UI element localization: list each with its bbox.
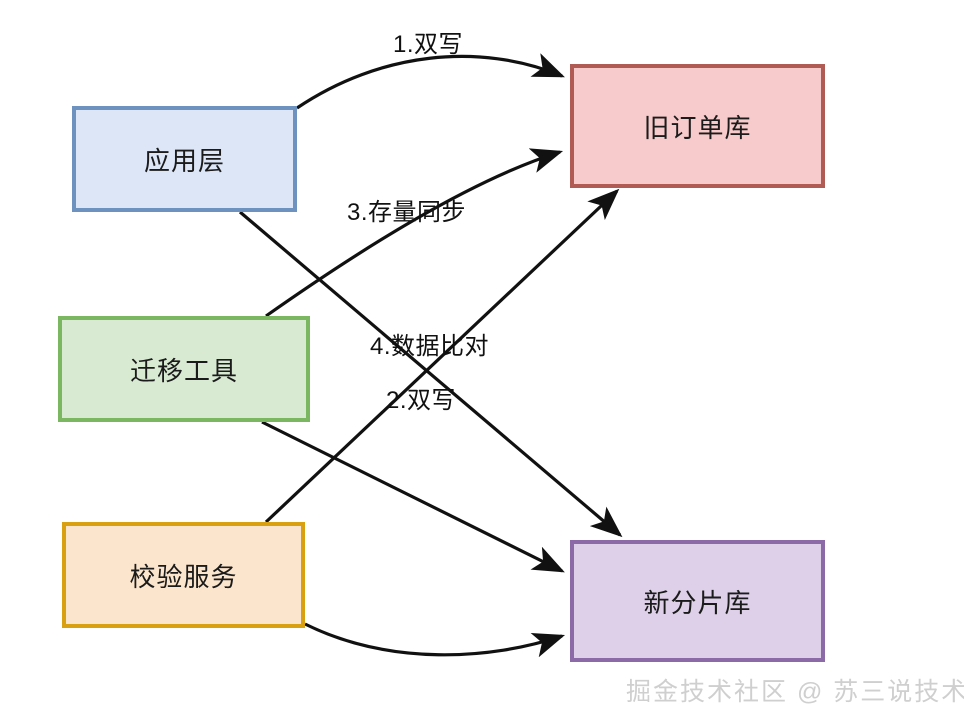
edge-edge-1 xyxy=(296,53,565,110)
edge-edge-2 xyxy=(238,210,623,538)
edge-label-4: 4.数据比对 xyxy=(370,333,490,360)
node-label: 迁移工具 xyxy=(129,355,238,386)
node-app-layer[interactable]: 应用层 xyxy=(72,106,297,212)
edge-edge-4 xyxy=(264,188,620,524)
edge-label-2: 2.双写 xyxy=(386,387,457,414)
node-label: 旧订单库 xyxy=(643,112,752,143)
edge-edge-3 xyxy=(265,148,564,318)
watermark: 掘金技术社区 @ 苏三说技术 xyxy=(626,678,964,706)
edge-edge-5 xyxy=(261,420,565,573)
node-label: 校验服务 xyxy=(129,561,238,592)
edge-edge-6 xyxy=(304,622,566,658)
node-verify-service[interactable]: 校验服务 xyxy=(62,522,305,628)
edge-label-1: 1.双写 xyxy=(393,31,464,58)
node-old-order-db[interactable]: 旧订单库 xyxy=(570,64,825,188)
node-label: 应用层 xyxy=(143,145,225,176)
node-new-shard-db[interactable]: 新分片库 xyxy=(570,540,825,662)
node-label: 新分片库 xyxy=(643,587,752,618)
node-migration-tool[interactable]: 迁移工具 xyxy=(58,316,310,422)
edge-label-3: 3.存量同步 xyxy=(347,199,467,226)
